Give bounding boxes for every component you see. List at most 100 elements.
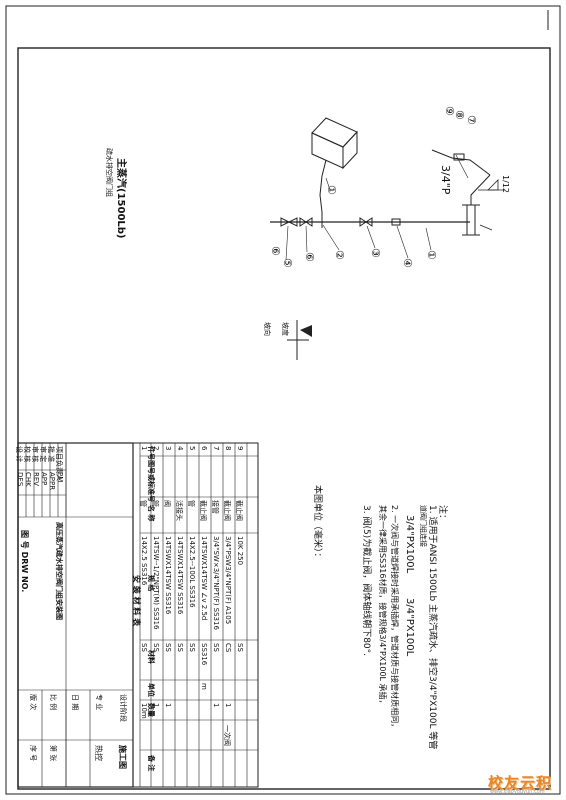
bom-cell-material: SS [236, 643, 244, 652]
bom-cell-material: SS [140, 643, 148, 652]
header-note-line1: 主蒸汽(1500Lb) [115, 158, 126, 239]
legend-arrow [300, 325, 312, 337]
fitting-top [453, 153, 465, 161]
bom-cell-spec: 14TSWX14TSW SS316 [164, 536, 172, 615]
leader-3 [366, 225, 376, 249]
bom-header-material: 材料 [147, 650, 155, 664]
callout-2: ② [333, 250, 346, 260]
date-label: 日 期 [71, 694, 79, 711]
bom-cell-material: SS [212, 643, 220, 652]
sheet-label: 第 张 [49, 745, 57, 762]
bom-col-lines [140, 455, 258, 751]
callout-4: ④ [401, 258, 414, 268]
bom-header-name: 名 称 [147, 505, 155, 522]
bom-cell-no: 4 [176, 446, 184, 451]
title-block-frame [17, 442, 134, 788]
bom-cell-name: 管 [187, 500, 195, 507]
bom-cell-no: 1 [140, 446, 148, 451]
bom-cell-name: 截止阀 [199, 500, 207, 521]
bom-cell-material: SS [164, 643, 172, 652]
pipe-vessel-drop [319, 159, 327, 222]
bom-cell-material: SS316 [200, 643, 208, 666]
bom-cell-no: 9 [236, 446, 244, 451]
bom-cell-name: 接管 [211, 500, 219, 514]
bom-cell-material: SS [188, 643, 196, 652]
bom-footer: 安 装 材 料 表 [132, 575, 141, 627]
vessel-front [311, 132, 344, 169]
vessel-side [342, 130, 358, 170]
bom-cell-remark: 一次阀 [223, 725, 231, 746]
leader-5 [285, 225, 289, 261]
spec-label: 专 业 [95, 694, 103, 711]
bom-cell-material: SS [176, 643, 184, 652]
leader-6 [305, 225, 308, 253]
no-label: 序 号 [29, 745, 37, 762]
title-role-en: DES [16, 472, 24, 487]
phase-label: 设计阶段 [119, 694, 127, 722]
leader-4 [396, 225, 409, 259]
unit-label: 本图单位（毫米）： [312, 485, 322, 562]
bom-cell-qty: 1 [152, 703, 160, 708]
callout-6: ⑥ [303, 252, 316, 262]
title-role-en: CHK [24, 472, 32, 487]
pipe-rise [470, 174, 491, 205]
callout-3: ③ [369, 248, 382, 258]
note-1b: 道阀门组连接 [419, 505, 427, 547]
spec-value: 热控 [94, 745, 103, 761]
legend-label-bottom: 坡向 [263, 322, 271, 336]
header-note-line2: 疏水排空阀门组 [105, 148, 113, 197]
note-formula-left: 3/4"PX100L [404, 515, 415, 574]
bom-header-code: 图号或标准号 [147, 460, 155, 502]
bom-cell-name: 截止阀 [235, 500, 243, 521]
leader-2 [322, 224, 340, 251]
bom-cell-name: 管 [151, 500, 159, 507]
title-role-en: REV [32, 472, 40, 487]
bom-cell-qty: 10m [140, 703, 148, 719]
legend-label-top: 坡度 [281, 322, 289, 336]
drawing-no-label: 图 号 DRW NO. [20, 530, 29, 593]
phase-value: 施工图 [118, 745, 127, 769]
valve-3 [359, 217, 373, 227]
bom-cell-material: SS [152, 643, 160, 652]
leader-1-right [425, 227, 432, 251]
bom-cell-spec: 14TSWX14TSW SS316 [176, 536, 184, 615]
bom-cell-unit: m [200, 683, 208, 690]
bom-cell-name: 管 [139, 500, 147, 507]
callout-7: ⑦ [465, 115, 478, 125]
bom-header-unit: 单位 [147, 683, 155, 697]
bom-cell-name: 截止阀 [223, 500, 231, 521]
bom-row-lines [139, 443, 248, 787]
note-2a: 2. 一次阀与管道焊接时采用承插焊，管道材质与接管材质相同， [390, 505, 399, 732]
fig-label: 3/4"P [439, 165, 452, 195]
watermark-text: 校友云积 [488, 774, 553, 792]
bom-header-remark: 备 注 [147, 755, 155, 772]
bom-cell-no: 3 [164, 446, 172, 451]
bom-cell-spec: 14TSWX14TSW ∠v 2.5d [200, 536, 208, 621]
right-stub [479, 224, 493, 231]
bom-cell-spec: 14X2.5--100L SS316 [188, 536, 196, 608]
slope-label: 1/12 [501, 175, 510, 193]
bom-cell-spec: 3/4"SW×3/4"NPT(F) SS316 [212, 536, 220, 630]
drawing-title: 高压蒸汽疏水排空阀门组安装图 [55, 522, 63, 620]
leader-1-top [325, 177, 331, 191]
bom-cell-no: 8 [224, 446, 232, 451]
title-role-en: APP [40, 472, 48, 486]
bom-cell-qty: 1 [224, 703, 232, 708]
bom-cell-name: 阀 [163, 500, 171, 507]
callout-6b: ⑥ [269, 246, 282, 256]
title-block-lines [18, 443, 133, 787]
callout-1b: ① [425, 250, 438, 260]
title-role-en: PM [56, 472, 64, 483]
callout-5: ⑤ [281, 258, 294, 268]
bom-cell-spec: 3/4"PSW3/4"NPT(F) A105 [224, 536, 232, 625]
header-pipe [466, 204, 476, 236]
bom-cell-no: 5 [188, 446, 196, 451]
bom-cell-material: CS [224, 643, 232, 653]
watermark-url: www.xiaoyouyun.com [490, 789, 545, 795]
slope-triangle [487, 179, 499, 191]
bom-cell-no: 6 [200, 446, 208, 451]
note-3: 3. 阀(5)为截止阀，阀体轴线朝下80°. [361, 505, 371, 657]
valve-6 [299, 217, 313, 227]
note-formula-right: 3/4"PX100L [404, 598, 415, 657]
